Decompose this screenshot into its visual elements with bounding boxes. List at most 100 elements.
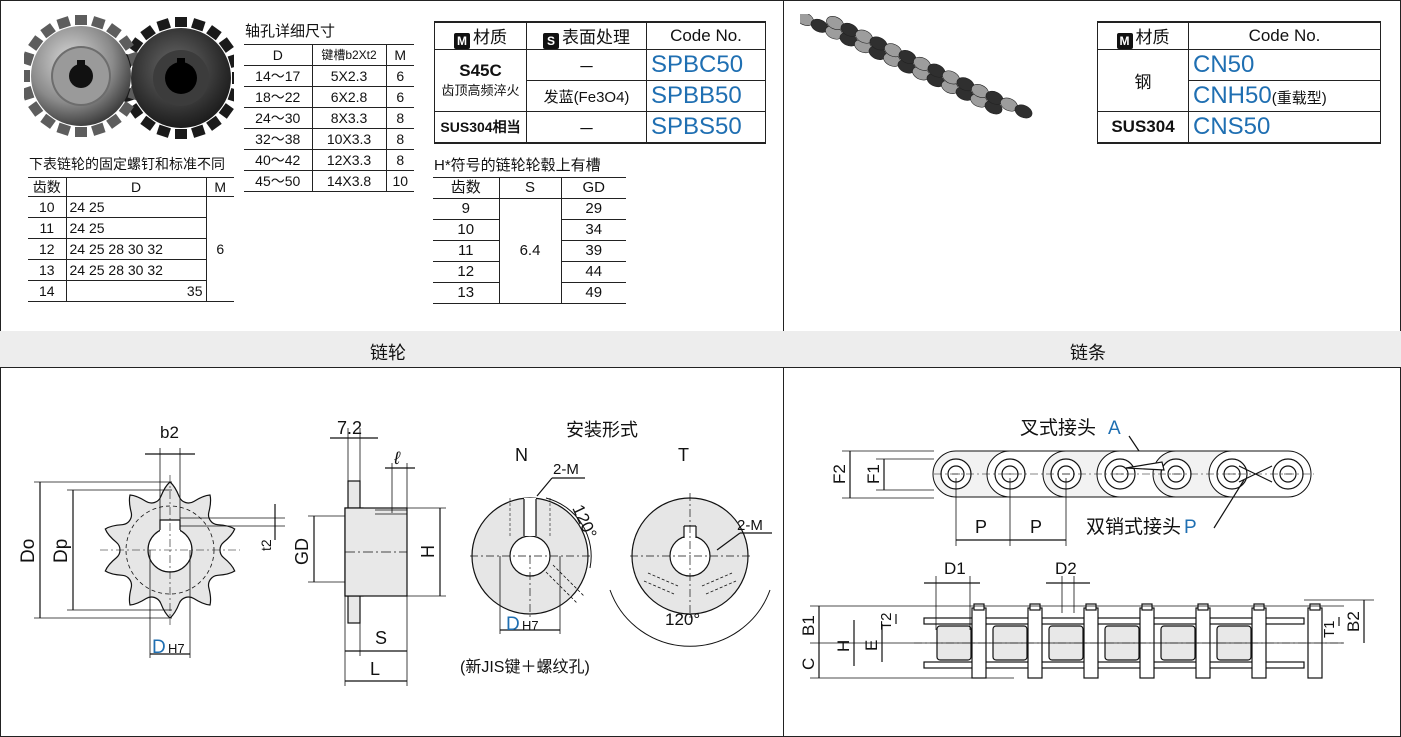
table-cell: 8 [396, 152, 405, 168]
code-cns50[interactable]: CNS50 [1188, 111, 1381, 144]
label-p-1: P [975, 517, 987, 537]
label-h7: H7 [168, 641, 185, 656]
table-cell: 35 [66, 280, 207, 302]
tooth [75, 127, 87, 137]
material-s45c-cell: S45C 齿顶高频淬火 [434, 49, 527, 112]
tooth [24, 51, 35, 66]
teeth-m-value: 6 [206, 196, 234, 302]
pin-head [973, 603, 985, 611]
table-cell: 8X3.3 [312, 107, 387, 129]
tooth [175, 17, 187, 27]
pin-head [1309, 603, 1321, 611]
sprocket-photo-steel [31, 26, 131, 126]
table-cell: 44 [585, 263, 603, 280]
tooth [227, 53, 234, 68]
tooth [40, 113, 56, 129]
sprocket-side-view [344, 480, 408, 624]
gd-header-gd: GD [582, 179, 606, 196]
m-badge: M [1116, 33, 1133, 49]
table-cell: 14 [28, 280, 67, 302]
sprocket-front-view [100, 475, 240, 625]
gd-header-count: 齿数 [433, 177, 500, 199]
label-mount-note: (新JIS键＋螺纹孔) [460, 658, 590, 676]
bore-header-d: D [244, 44, 313, 66]
teeth-header-d: D [66, 177, 207, 197]
tooth [24, 70, 30, 82]
code-spbc50[interactable]: SPBC50 [646, 49, 766, 81]
label-d2: D2 [1055, 559, 1077, 578]
header-surface-label: 表面处理 [562, 28, 630, 47]
label-h: H [418, 545, 438, 558]
tooth [28, 101, 44, 117]
pin-head [1029, 603, 1041, 611]
tooth [156, 124, 171, 138]
tooth [175, 129, 187, 139]
m-badge: M [454, 33, 470, 49]
code-cnh50-cell: CNH50(重载型) [1188, 80, 1381, 112]
code-spbb50[interactable]: SPBB50 [646, 80, 766, 112]
sprocket-section-title: 链轮 [370, 343, 406, 363]
label-n-2m: 2-M [553, 461, 579, 478]
code-spbs50[interactable]: SPBS50 [646, 111, 766, 144]
chain-strand-2 [826, 16, 1033, 119]
label-p-2: P [1030, 517, 1042, 537]
tooth [218, 37, 234, 53]
label-mount-title: 安装形式 [566, 420, 638, 440]
table-cell: 10 [433, 219, 500, 241]
tooth [28, 35, 44, 51]
table-cell: 14～17 [244, 65, 313, 87]
label-dim72: 7.2 [337, 418, 362, 438]
label-t2: t2 [258, 539, 274, 551]
tooth [191, 124, 206, 138]
table-cell: 24 25 28 30 32 [66, 259, 207, 281]
surface-none-2: － [526, 111, 647, 144]
s-badge: S [543, 33, 559, 49]
pin-head [1253, 603, 1265, 611]
table-cell: 29 [585, 200, 603, 217]
n-2m-leader [536, 477, 553, 497]
material-sus304-chain: SUS304 [1097, 111, 1189, 144]
tooth [227, 88, 234, 103]
tooth [91, 122, 106, 136]
link-plate-bottom [923, 661, 1305, 669]
label-h7-n: H7 [522, 618, 539, 633]
table-cell: 49 [585, 284, 603, 301]
tooth [128, 37, 144, 53]
mount-n-view [470, 497, 592, 618]
label-b1: B1 [799, 615, 818, 636]
sprocket-photos [24, 15, 234, 139]
table-cell: 8 [396, 131, 405, 147]
screw-note: 下表链轮的固定螺钉和标准不同 [29, 156, 225, 172]
pin-head [1197, 603, 1209, 611]
label-b2: b2 [160, 423, 179, 442]
pin-head [1085, 603, 1097, 611]
tooth [118, 35, 134, 51]
label-d1: D1 [944, 559, 966, 578]
chain-strand-1 [800, 14, 1003, 115]
table-cell: 39 [585, 242, 603, 259]
column-divider [783, 0, 784, 737]
mount-t-view [609, 493, 771, 647]
chain-header-material-label: 材质 [1135, 28, 1170, 47]
surface-black-oxide: 发蓝(Fe3O4) [526, 80, 647, 112]
table-cell: 32～38 [244, 128, 313, 150]
joint-p-leader [1213, 479, 1245, 529]
material-s45c: S45C [459, 60, 502, 80]
tooth [75, 15, 87, 25]
code-cnh50[interactable]: CNH50 [1193, 82, 1272, 109]
table-cell: 45～50 [244, 170, 313, 192]
material-steel: 钢 [1097, 49, 1189, 112]
table-cell: 24 25 [66, 196, 207, 218]
tooth [218, 103, 234, 119]
label-gd: GD [292, 538, 312, 565]
code-cn50[interactable]: CN50 [1188, 49, 1381, 81]
label-n: N [515, 445, 528, 465]
label-do: Do [18, 539, 39, 563]
hub-note: H*符号的链轮轮毂上有槽 [434, 157, 601, 174]
table-cell: 10 [392, 173, 409, 189]
